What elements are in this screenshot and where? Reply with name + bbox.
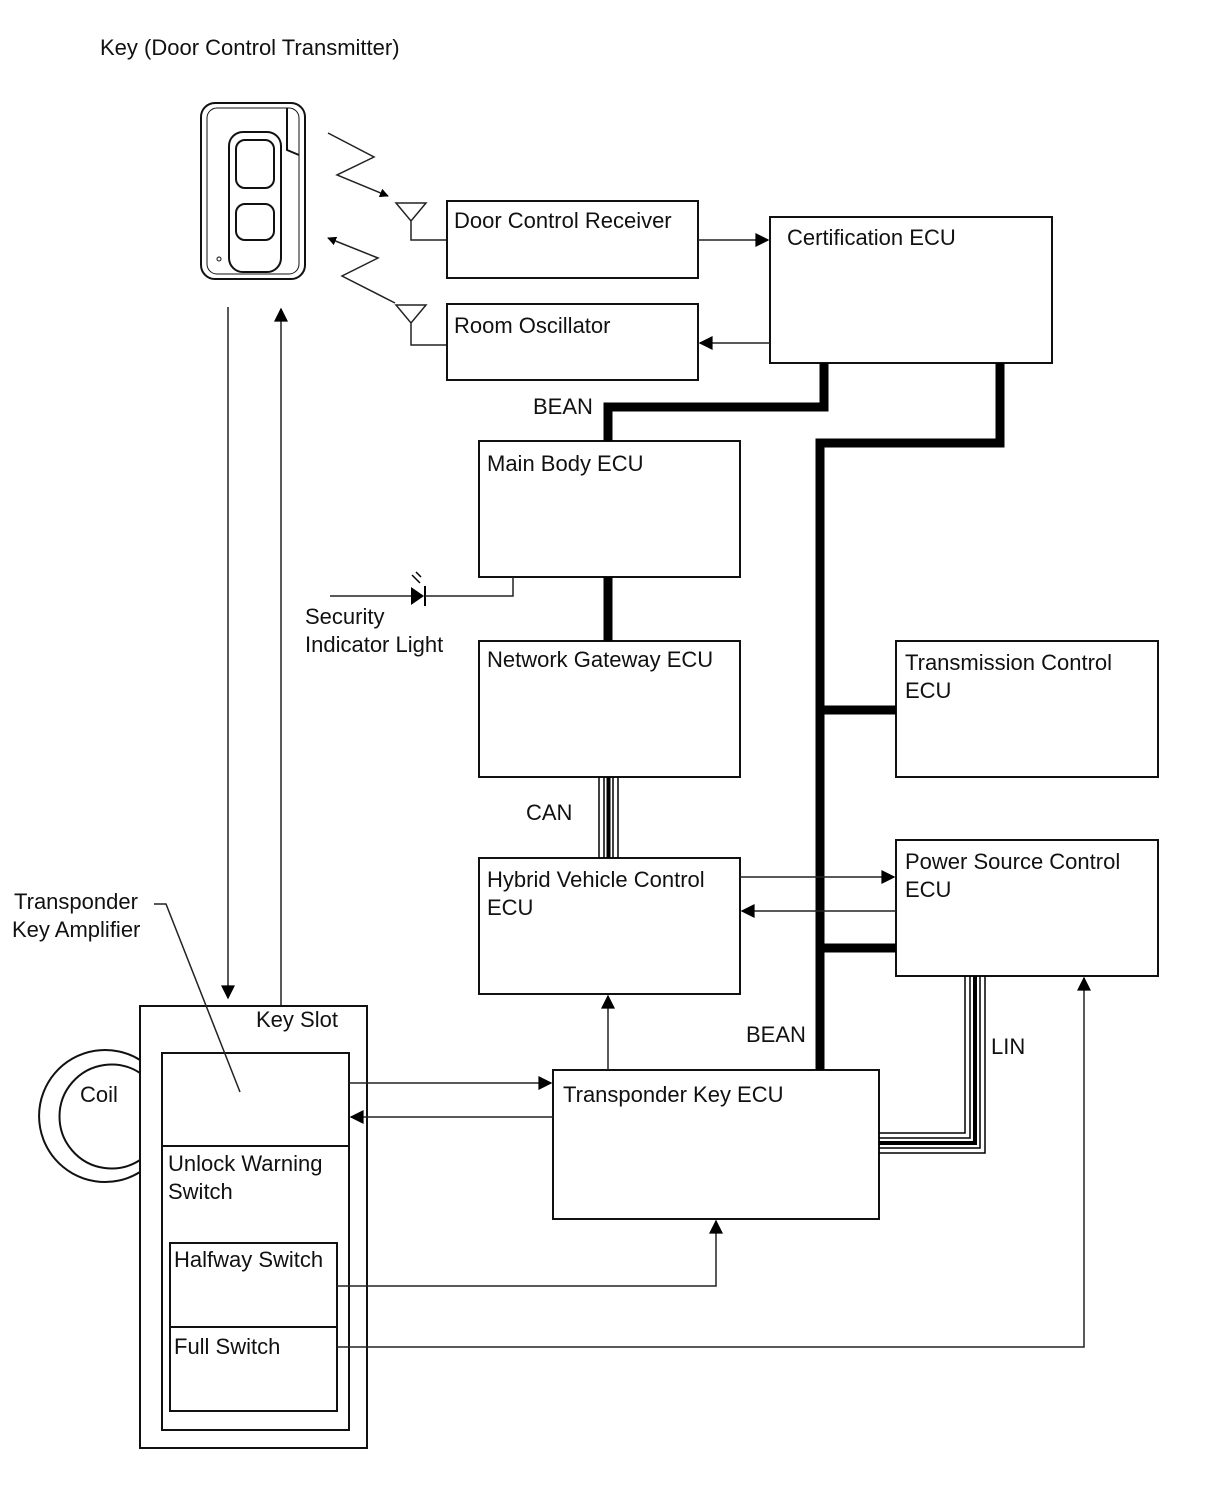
can-bus [598,777,619,858]
key-slot-label: Key Slot [256,1007,338,1032]
halfway-switch: Halfway Switch [169,1242,338,1328]
main-body-ecu: Main Body ECU [478,440,741,578]
bean-label-bottom: BEAN [746,1022,806,1047]
power-source-control-ecu-label-2: ECU [905,877,951,902]
network-gateway-ecu: Network Gateway ECU [478,640,741,778]
security-indicator-label-2: Indicator Light [305,632,443,657]
radio-signal-icon [327,132,396,304]
certification-ecu-label: Certification ECU [787,225,956,250]
main-body-ecu-label: Main Body ECU [487,451,644,476]
coil-label: Coil [80,1082,118,1107]
key-fob-icon [200,102,306,280]
network-gateway-ecu-label: Network Gateway ECU [487,647,713,672]
certification-ecu: Certification ECU [769,216,1053,364]
bean-label-top: BEAN [533,394,593,419]
room-oscillator: Room Oscillator [446,303,699,381]
transmission-control-ecu-label-1: Transmission Control [905,650,1112,675]
can-label: CAN [526,800,572,825]
full-switch: Full Switch [169,1326,338,1412]
leader-line [154,903,241,1093]
antenna-icon [394,202,447,346]
power-source-control-ecu: Power Source Control ECU [895,839,1159,977]
transmission-control-ecu-label-2: ECU [905,678,951,703]
security-indicator-led-icon [330,571,514,606]
transmission-control-ecu: Transmission Control ECU [895,640,1159,778]
transponder-key-amplifier-label-1: Transponder [14,889,138,914]
transponder-key-amplifier-label-2: Key Amplifier [12,917,140,942]
unlock-warning-switch-label-2: Switch [168,1179,233,1204]
lin-label: LIN [991,1034,1025,1059]
power-source-control-ecu-label-1: Power Source Control [905,849,1120,874]
door-control-receiver: Door Control Receiver [446,200,699,279]
transponder-key-ecu: Transponder Key ECU [552,1069,880,1220]
lin-bus [879,976,986,1154]
coil-icon [38,1049,141,1183]
unlock-warning-switch-label-1: Unlock Warning [168,1151,322,1176]
hybrid-vehicle-control-ecu: Hybrid Vehicle Control ECU [478,857,741,995]
transponder-key-ecu-label: Transponder Key ECU [563,1082,784,1107]
hybrid-vehicle-control-ecu-label-2: ECU [487,895,533,920]
halfway-switch-label: Halfway Switch [174,1247,323,1272]
security-indicator-label-1: Security [305,604,384,629]
diagram-title: Key (Door Control Transmitter) [100,35,400,60]
full-switch-label: Full Switch [174,1334,280,1359]
door-control-receiver-label: Door Control Receiver [454,208,672,233]
room-oscillator-label: Room Oscillator [454,313,610,338]
bean-bus [603,363,1005,1070]
hybrid-vehicle-control-ecu-label-1: Hybrid Vehicle Control [487,867,705,892]
